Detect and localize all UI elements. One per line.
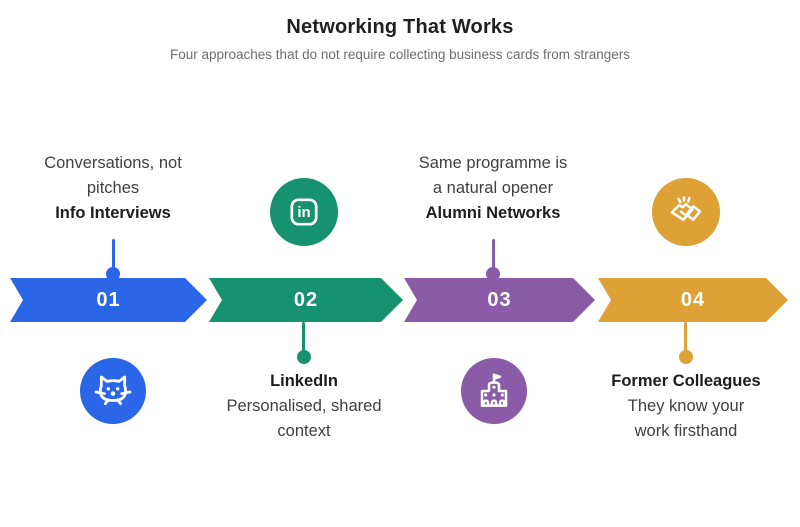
step-01-icon-circle [80,358,146,424]
connector-line [684,322,687,352]
page-subtitle: Four approaches that do not require coll… [170,47,630,62]
connector-line [112,239,115,268]
arrow-segment-02: 02 [209,278,403,322]
handshake-sparkle-icon [670,196,702,221]
arrow-segment-01: 01 [10,278,207,322]
cat-icon [94,375,132,406]
connector-dot [679,350,693,364]
step-02-icon-circle: in [270,178,338,246]
step-02-text: LinkedIn Personalised, shared context [226,369,381,444]
step-description-line: Personalised, shared [226,397,382,416]
step-03-icon-circle [461,358,527,424]
svg-text:in: in [297,204,310,221]
linkedin-icon: in [290,198,318,226]
step-description-line: They know your [627,397,745,416]
step-04-icon-circle [652,178,720,246]
school-building-icon [480,373,508,407]
connector-dot [486,267,500,281]
step-03-text: Same programme is a natural opener Alumn… [419,151,568,226]
step-number: 03 [487,288,512,311]
step-number: 02 [293,288,319,311]
arrow-segment-03: 03 [404,278,595,322]
connector-line [492,239,495,268]
step-description-line: Conversations, not [44,154,182,172]
step-description-line: context [277,422,331,441]
step-description-line: a natural opener [432,179,554,198]
step-description-line: work firsthand [634,422,738,441]
connector-dot [297,350,311,364]
step-title: Info Interviews [55,204,171,223]
step-description-line: pitches [86,179,140,198]
arrow-segment-04: 04 [598,278,788,322]
step-01-text: Conversations, not pitches Info Intervie… [44,151,182,226]
page-title: Networking That Works [286,16,514,38]
connector-line [302,322,305,352]
step-04-text: Former Colleagues They know your work fi… [611,369,760,444]
step-description-line: Same programme is [418,154,568,172]
connector-dot [106,267,120,281]
step-title: Alumni Networks [425,204,561,223]
step-number: 01 [96,288,121,311]
step-title: Former Colleagues [611,372,761,390]
step-number: 04 [680,288,706,311]
step-title: LinkedIn [270,372,338,390]
